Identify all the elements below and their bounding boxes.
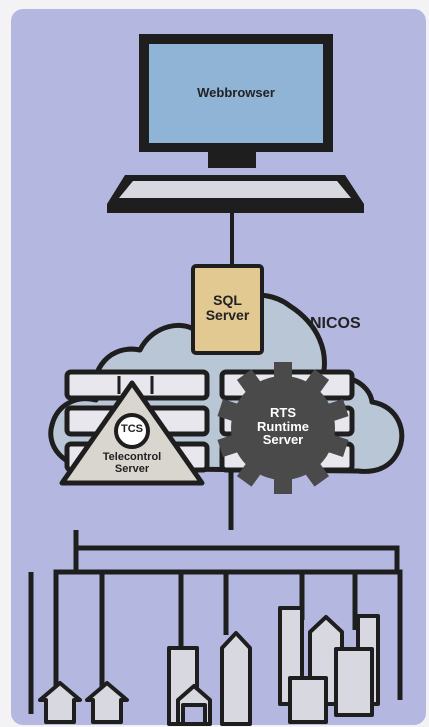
webbrowser-label: Webbrowser [197,85,275,100]
tcs-triangle-icon [59,380,205,486]
rts-label-line3: Server [262,432,304,448]
gear-icon [217,362,349,494]
building-group-right [278,606,380,724]
telecontrol-label-line2: Server [114,462,150,475]
distribution-network-lines [28,470,403,714]
house-icon-left [38,681,82,724]
tcs-badge-label: TCS [121,423,143,435]
monitor-icon [107,34,364,213]
telecontrol-label-line1: Telecontrol [102,451,162,463]
sql-server-label-line1: SQL [213,292,242,308]
rts-runtime-server-label: RTS Runtime Server [243,406,323,447]
telecontrol-server-label: Telecontrol Server [72,451,192,475]
house-icon-right [85,681,129,724]
building-group-middle [167,631,252,726]
sql-server-icon [191,264,264,355]
tcs-badge-icon [114,413,150,449]
rts-label-line1: RTS [270,405,296,420]
nicos-cloud-label: NICOS [310,315,361,332]
sql-server-label: SQL Server [193,293,262,322]
sql-server-label-line2: Server [205,306,250,323]
rts-label-line2: Runtime [257,418,309,434]
